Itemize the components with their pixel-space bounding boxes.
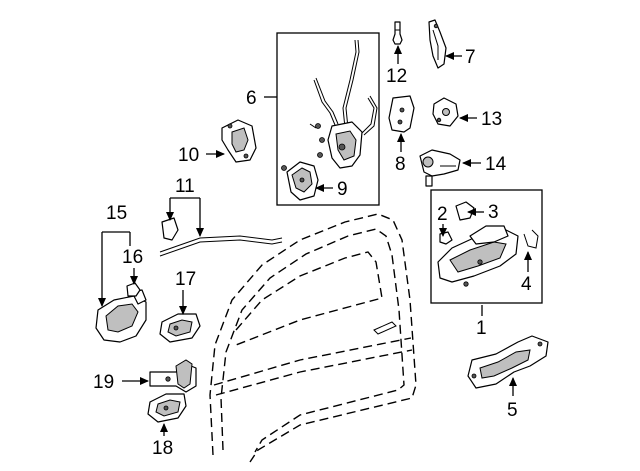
callout-19: 19: [93, 372, 114, 393]
callout-3: 3: [488, 202, 499, 223]
lock-assembly-box: [276, 32, 380, 206]
callout-4: 4: [521, 274, 532, 295]
part-7-bracket: [428, 19, 447, 69]
callout-14: 14: [485, 154, 507, 175]
callout-18: 18: [152, 438, 173, 459]
callout-5: 5: [507, 400, 518, 421]
part-10-actuator: [221, 119, 257, 163]
callout-17: 17: [175, 269, 196, 290]
part-17-upper-hinge: [159, 313, 201, 343]
callout-10: 10: [178, 145, 199, 166]
leader-lines: [98, 45, 532, 436]
callout-15: 15: [106, 203, 127, 224]
part-11-cable: [159, 217, 283, 257]
callout-labels: 1 2 3 4 5 6 7 8 9 10 11 12 13 14 15 16 1…: [93, 47, 532, 459]
callout-6: 6: [246, 88, 257, 109]
part-18-lower-hinge: [147, 393, 187, 423]
part-12-clip: [392, 21, 403, 45]
callout-13: 13: [481, 109, 502, 130]
callout-9: 9: [337, 179, 348, 200]
callout-16: 16: [122, 247, 143, 268]
part-13-striker: [432, 97, 459, 127]
part-8-plate: [388, 95, 415, 133]
part-19-door-checker: [149, 359, 197, 393]
door-outline: [209, 213, 417, 463]
callout-8: 8: [395, 154, 406, 175]
callout-2: 2: [437, 204, 448, 225]
part-15-inner-handle: [95, 289, 147, 343]
callout-1: 1: [476, 318, 487, 339]
outer-handle-box: [430, 189, 543, 304]
part-14-cylinder: [419, 149, 461, 187]
part-5-bracket: [467, 335, 549, 389]
door-lock-assembly: [281, 39, 378, 201]
outer-door-handle: [437, 201, 539, 287]
callout-7: 7: [465, 47, 476, 68]
callout-11: 11: [175, 176, 195, 197]
callout-12: 12: [386, 66, 407, 87]
